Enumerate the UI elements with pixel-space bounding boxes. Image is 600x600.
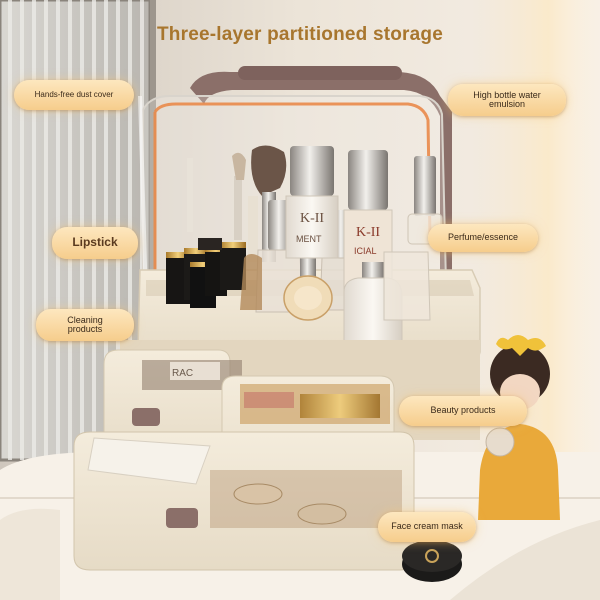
- label-beauty: Beauty products: [399, 396, 527, 426]
- label-dust-cover: Hands-free dust cover: [14, 80, 134, 110]
- bottle-line-text-2: ICIAL: [354, 246, 377, 256]
- label-lipstick-text: Lipstick: [72, 235, 118, 250]
- label-face-cream-text: Face cream mask: [391, 521, 463, 532]
- lotion-bottles: K-II MENT K-II ICIAL: [285, 146, 431, 343]
- bottle-brand-text-2: K-II: [356, 225, 380, 240]
- page-title: Three-layer partitioned storage: [157, 24, 443, 45]
- drawer-knob-icon[interactable]: [132, 408, 160, 426]
- label-cleaning: Cleaning products: [36, 309, 134, 341]
- label-high-bottle-line2: emulsion: [488, 99, 525, 109]
- bottle-line-text: MENT: [296, 234, 322, 244]
- perfume-bottles: [240, 156, 443, 321]
- label-high-bottle: High bottle water emulsion: [448, 84, 566, 116]
- label-beauty-text: Beauty products: [430, 405, 496, 416]
- label-dust-cover-text: Hands-free dust cover: [34, 89, 114, 99]
- makeup-brushes: [187, 145, 287, 262]
- bottle-brand-text: K-II: [300, 211, 324, 226]
- label-high-bottle-line1: High bottle water: [473, 89, 541, 100]
- label-perfume-text: Perfume/essence: [447, 232, 519, 243]
- label-cleaning-line2: products: [67, 324, 103, 334]
- drawer-item-text: RAC: [172, 368, 193, 379]
- compact-case: [402, 540, 462, 582]
- label-face-cream: Face cream mask: [378, 512, 476, 542]
- bottom-drawer: [73, 431, 415, 571]
- label-perfume: Perfume/essence: [428, 224, 538, 252]
- drawer-knob-icon-3[interactable]: [166, 508, 198, 528]
- label-lipstick: Lipstick: [52, 227, 138, 259]
- label-cleaning-line1: Cleaning: [67, 314, 103, 325]
- girl-figurine-icon: [478, 335, 560, 520]
- lipstick-tubes: [166, 238, 246, 308]
